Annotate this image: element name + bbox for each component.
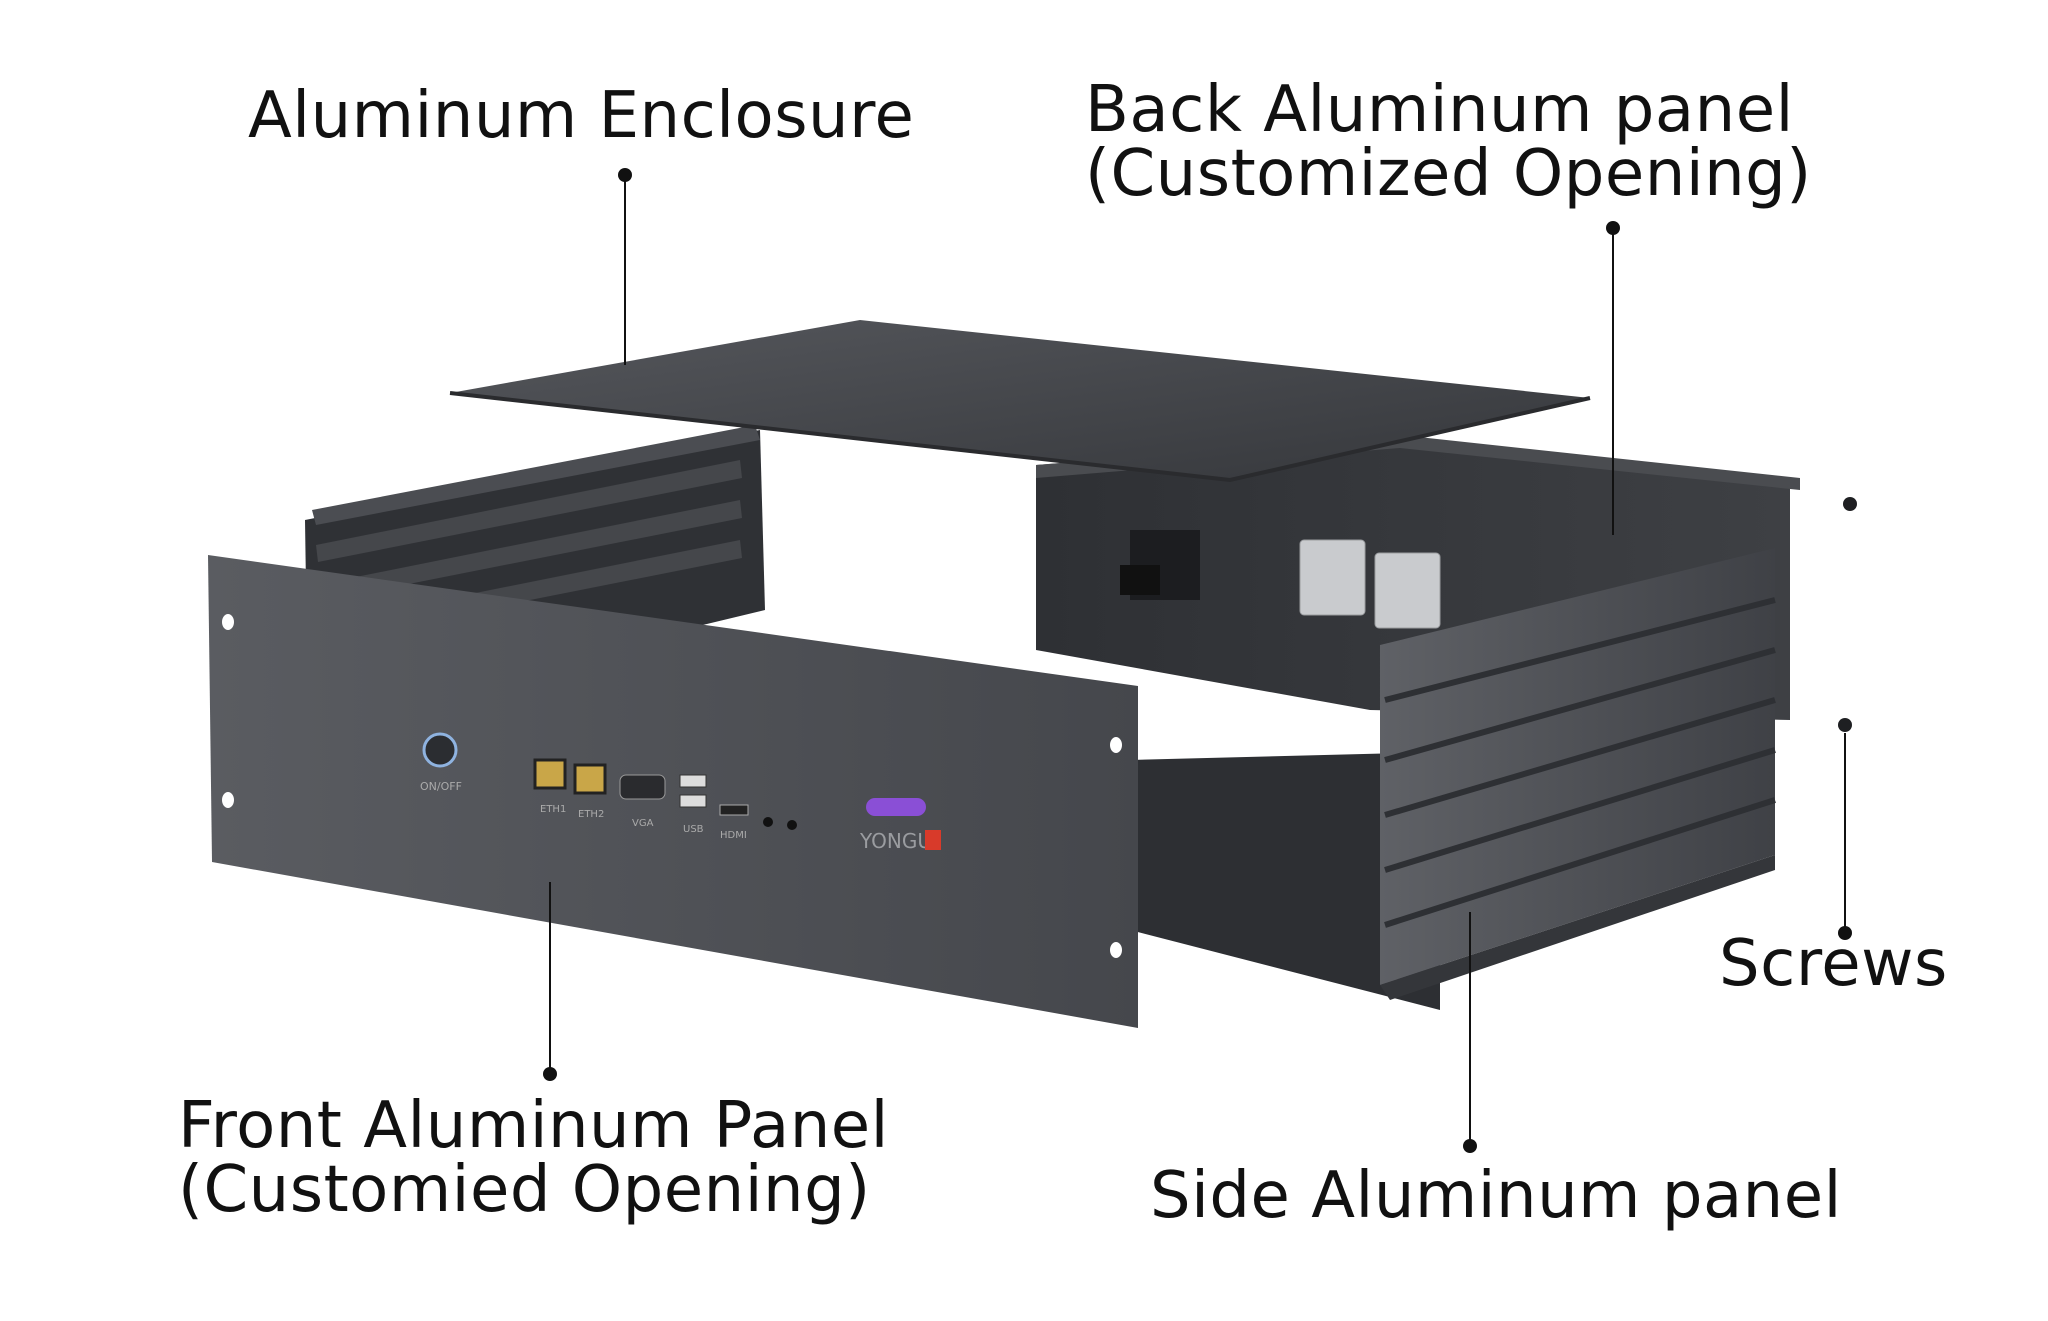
vga-label: VGA bbox=[632, 818, 654, 829]
eth1-port bbox=[533, 758, 567, 790]
eth2-label: ETH2 bbox=[578, 809, 604, 820]
front-panel-label: Front Aluminum Panel (Customied Opening) bbox=[178, 1094, 889, 1222]
power-label: ON/OFF bbox=[420, 780, 462, 793]
side-panel-label: Side Aluminum panel bbox=[1150, 1164, 1842, 1228]
hdmi-port bbox=[719, 804, 749, 816]
back-panel-label: Back Aluminum panel (Customized Opening) bbox=[1085, 73, 1812, 211]
eth1-label: ETH1 bbox=[540, 804, 566, 815]
hdmi-label: HDMI bbox=[720, 830, 747, 841]
usb-port bbox=[679, 774, 707, 788]
leader-lines bbox=[543, 168, 1852, 1153]
screws-label: Screws bbox=[1719, 932, 1948, 996]
audio-jack bbox=[787, 820, 797, 830]
purple-badge bbox=[866, 798, 926, 816]
usb-label: USB bbox=[683, 824, 704, 835]
bottom-plate bbox=[1130, 752, 1440, 1010]
brand-logo-mark bbox=[925, 830, 941, 850]
front-panel-text-1: Front Aluminum Panel bbox=[178, 1089, 889, 1163]
screw-icon bbox=[1838, 718, 1852, 732]
back-panel-text-1: Back Aluminum panel bbox=[1085, 73, 1794, 147]
screw-icon bbox=[1843, 497, 1857, 511]
back-panel-plate bbox=[1374, 552, 1441, 629]
eth2-port bbox=[573, 763, 607, 795]
aluminum-enclosure-label: Aluminum Enclosure bbox=[248, 84, 914, 148]
side-panel-text: Side Aluminum panel bbox=[1150, 1159, 1842, 1233]
brand-logo: YONGU bbox=[859, 829, 932, 853]
vga-port bbox=[619, 774, 666, 800]
audio-jack bbox=[763, 817, 773, 827]
back-panel-text-2: (Customized Opening) bbox=[1085, 137, 1812, 211]
front-panel-text-2: (Customied Opening) bbox=[178, 1153, 871, 1227]
top-cover bbox=[450, 320, 1590, 480]
screws-text: Screws bbox=[1719, 927, 1948, 1001]
usb-port bbox=[679, 794, 707, 808]
side-panel bbox=[1380, 548, 1776, 1000]
aluminum-enclosure-text: Aluminum Enclosure bbox=[248, 79, 915, 153]
power-button-icon bbox=[422, 732, 458, 768]
back-panel-plate bbox=[1299, 539, 1366, 616]
front-panel: ON/OFF ETH1 ETH2 VGA USB HDMI YONGU bbox=[208, 555, 1138, 1028]
